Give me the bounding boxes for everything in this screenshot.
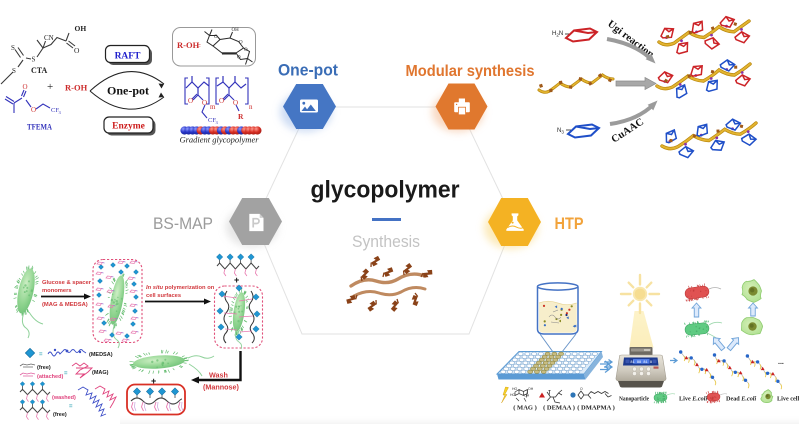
svg-text:TFEMA: TFEMA bbox=[27, 122, 53, 132]
svg-text:CN: CN bbox=[44, 34, 54, 42]
svg-text:+: + bbox=[234, 275, 239, 285]
svg-text:One-pot: One-pot bbox=[107, 84, 149, 98]
svg-text:O: O bbox=[580, 387, 583, 391]
svg-text:Live E.coli: Live E.coli bbox=[679, 396, 707, 403]
svg-text:(MEDSA): (MEDSA) bbox=[89, 352, 113, 358]
svg-text:Enzyme: Enzyme bbox=[112, 122, 145, 132]
svg-text:+: + bbox=[47, 81, 53, 93]
svg-text:CF: CF bbox=[208, 117, 216, 124]
svg-text:Synthesis: Synthesis bbox=[352, 232, 420, 251]
svg-text:RAFT: RAFT bbox=[115, 52, 142, 62]
svg-text:R: R bbox=[238, 112, 244, 121]
svg-text:Live cell: Live cell bbox=[777, 396, 799, 403]
svg-text:O: O bbox=[239, 41, 243, 46]
svg-text:O: O bbox=[219, 97, 224, 105]
svg-text:CF: CF bbox=[51, 107, 59, 114]
svg-text:glycopolymer: glycopolymer bbox=[311, 177, 460, 204]
svg-text:Modular synthesis: Modular synthesis bbox=[406, 63, 535, 80]
svg-text:=: = bbox=[39, 352, 43, 358]
svg-text:OH: OH bbox=[232, 28, 240, 33]
svg-text:(free): (free) bbox=[53, 412, 67, 418]
svg-text:R-OH: R-OH bbox=[65, 83, 88, 93]
svg-text:Wash: Wash bbox=[209, 371, 228, 380]
svg-text:O: O bbox=[237, 56, 241, 61]
svg-text:+: + bbox=[151, 376, 156, 386]
svg-text:81 88 81 8: 81 88 81 8 bbox=[630, 361, 652, 365]
svg-text:(free): (free) bbox=[37, 365, 51, 371]
svg-text:Glucose & spacer: Glucose & spacer bbox=[42, 280, 92, 286]
svg-text:(attached): (attached) bbox=[37, 374, 63, 380]
svg-text:(MAG & MEDSA): (MAG & MEDSA) bbox=[42, 302, 88, 308]
svg-text:HTP: HTP bbox=[555, 214, 584, 233]
svg-text:CTA: CTA bbox=[31, 66, 48, 75]
svg-text:S: S bbox=[12, 67, 16, 75]
svg-text:Gradient glycopolymer: Gradient glycopolymer bbox=[179, 135, 259, 145]
svg-text:( DMAPMA ): ( DMAPMA ) bbox=[577, 405, 615, 412]
svg-text:n: n bbox=[249, 103, 253, 111]
svg-text:=: = bbox=[197, 42, 201, 50]
svg-text:OH: OH bbox=[524, 394, 530, 398]
svg-text:O: O bbox=[214, 35, 218, 40]
svg-text:( MAG ): ( MAG ) bbox=[513, 405, 536, 412]
svg-text:O: O bbox=[188, 97, 193, 105]
svg-text:O: O bbox=[202, 99, 207, 107]
svg-text:3: 3 bbox=[216, 120, 219, 125]
svg-text:...: ... bbox=[778, 359, 784, 366]
svg-text:cell surfaces: cell surfaces bbox=[146, 293, 181, 299]
svg-text:=: = bbox=[69, 404, 73, 410]
svg-text:N3: N3 bbox=[557, 128, 564, 135]
svg-text:BS-MAP: BS-MAP bbox=[153, 214, 213, 233]
svg-text:O: O bbox=[74, 46, 80, 55]
svg-text:O: O bbox=[244, 48, 248, 53]
svg-text:monomers: monomers bbox=[42, 288, 72, 294]
svg-text:In situ polymerization on: In situ polymerization on bbox=[146, 285, 215, 291]
svg-text:HO: HO bbox=[512, 387, 518, 391]
svg-text:( DEMAA ): ( DEMAA ) bbox=[543, 405, 575, 412]
svg-text:3: 3 bbox=[59, 110, 62, 115]
svg-text:OH: OH bbox=[528, 387, 534, 391]
svg-text:O: O bbox=[31, 106, 36, 114]
svg-text:=: = bbox=[64, 371, 68, 377]
svg-text:O: O bbox=[233, 99, 238, 107]
svg-text:HO: HO bbox=[510, 393, 516, 397]
svg-text:Dead E.coli: Dead E.coli bbox=[726, 396, 757, 403]
svg-text:R-OH: R-OH bbox=[177, 40, 200, 50]
svg-text:m: m bbox=[210, 103, 216, 111]
svg-text:S: S bbox=[11, 44, 15, 52]
svg-text:Nanoparticle: Nanoparticle bbox=[619, 396, 649, 403]
svg-text:H2N: H2N bbox=[552, 31, 563, 38]
svg-text:(washed): (washed) bbox=[52, 395, 76, 401]
svg-text:O: O bbox=[23, 83, 28, 91]
svg-text:OH: OH bbox=[75, 24, 87, 33]
svg-text:S: S bbox=[32, 56, 36, 64]
svg-text:(Mannose): (Mannose) bbox=[203, 383, 240, 392]
svg-text:One-pot: One-pot bbox=[278, 61, 338, 80]
svg-text:(MAG): (MAG) bbox=[92, 370, 109, 376]
